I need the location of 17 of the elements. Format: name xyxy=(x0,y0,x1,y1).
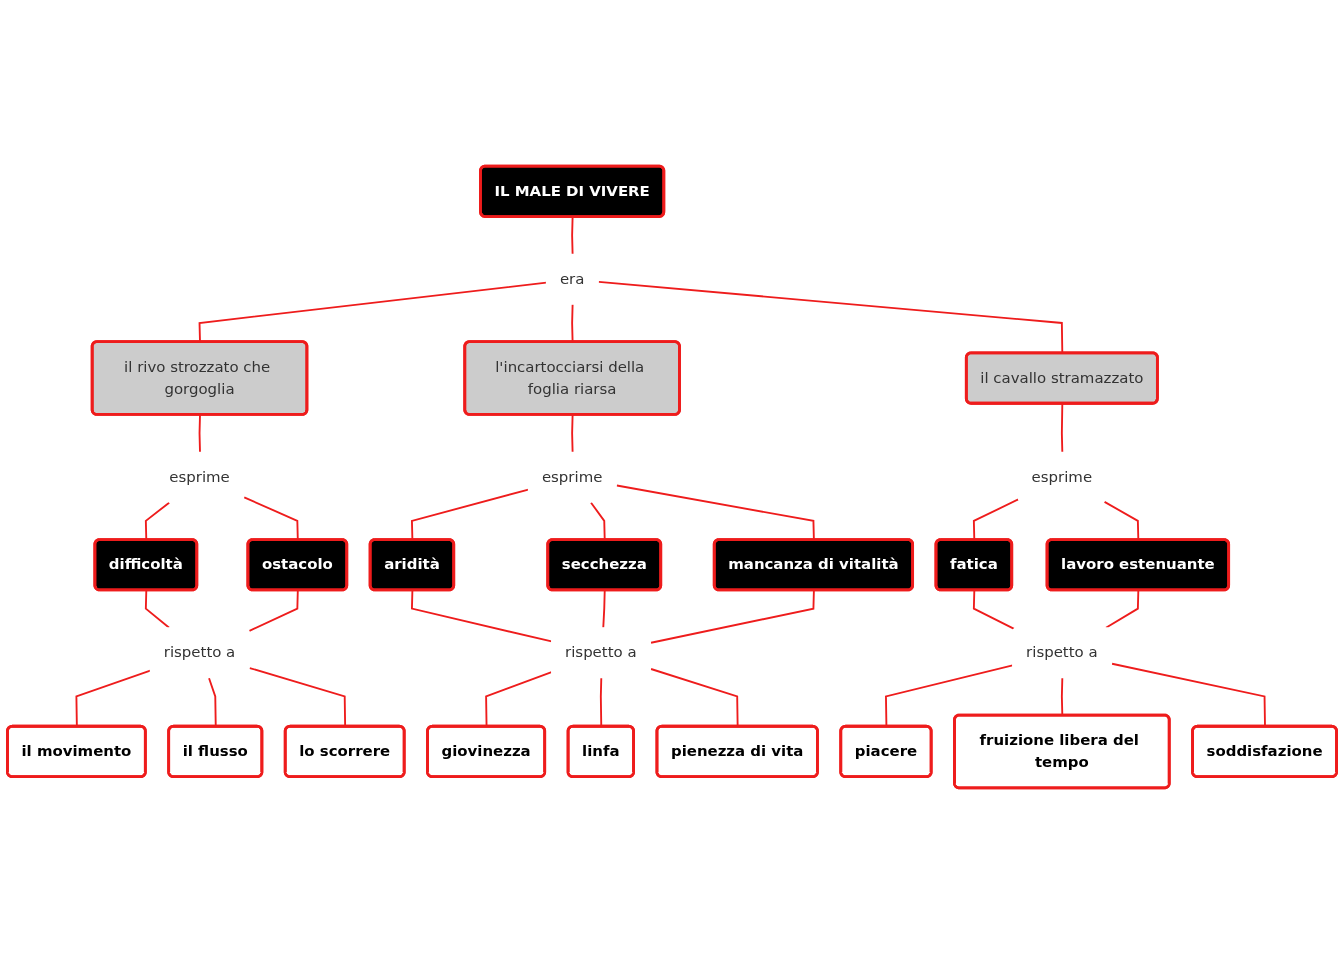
connector xyxy=(198,414,201,454)
connector xyxy=(602,589,606,629)
node-text: rispetto a xyxy=(565,643,637,661)
connector xyxy=(1105,589,1140,629)
node-text: rispetto a xyxy=(1026,643,1098,661)
connector xyxy=(650,589,815,644)
connector xyxy=(972,589,1016,630)
node-text: rispetto a xyxy=(163,643,236,661)
node-text: era xyxy=(559,269,585,288)
connector xyxy=(144,589,171,629)
node-text: esprime xyxy=(169,467,230,486)
node-text: esprime xyxy=(1031,467,1093,486)
connector xyxy=(571,216,574,256)
connector xyxy=(410,589,553,643)
node-text: esprime xyxy=(541,467,603,486)
connector xyxy=(571,414,574,454)
connector xyxy=(248,589,299,632)
